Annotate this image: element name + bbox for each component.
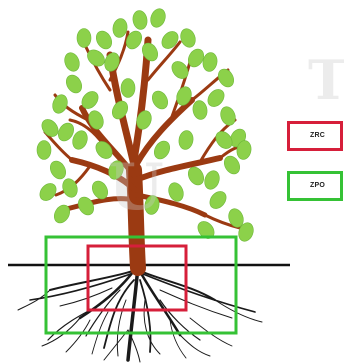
tree-leaves: [36, 8, 254, 242]
trunk-branch: [146, 40, 182, 82]
leaf: [187, 166, 205, 186]
legend-zrc-label: ZRC: [310, 132, 325, 139]
root: [47, 304, 101, 341]
leaf: [76, 28, 92, 48]
leaf: [91, 180, 109, 200]
leaf: [132, 10, 148, 30]
leaf: [108, 160, 124, 180]
leaf: [176, 86, 192, 106]
trunk-branch: [134, 192, 208, 218]
root: [103, 279, 135, 349]
leaf: [153, 140, 171, 160]
leaf: [192, 100, 208, 120]
leaf: [57, 122, 75, 142]
leaf: [223, 155, 241, 175]
leaf: [53, 204, 71, 224]
leaf: [104, 52, 120, 72]
leaf: [168, 182, 184, 202]
root: [59, 287, 113, 307]
root: [139, 279, 152, 353]
zpo-zone-box: [44, 235, 238, 335]
leaf: [220, 106, 236, 126]
root: [169, 319, 187, 359]
leaf: [52, 94, 68, 114]
trunk-branch: [68, 118, 102, 142]
leaf: [81, 91, 99, 109]
leaf: [187, 48, 205, 68]
leaf: [120, 78, 136, 98]
leaf: [180, 28, 196, 48]
leaf: [150, 8, 166, 28]
leaf: [125, 30, 143, 50]
trunk-branch: [59, 196, 138, 213]
leaf: [144, 195, 160, 215]
leaf: [171, 61, 189, 79]
leaf: [215, 131, 233, 149]
leaf: [161, 31, 179, 49]
leaf: [178, 130, 194, 150]
legend-zpo: ZPO: [287, 171, 343, 201]
leaf: [236, 140, 252, 160]
tree-roots: [17, 264, 263, 363]
leaf: [228, 208, 244, 228]
legend-zpo-label: ZPO: [310, 182, 325, 189]
root: [137, 269, 216, 301]
leaf: [204, 170, 220, 190]
leaf: [49, 160, 67, 180]
leaf: [72, 130, 88, 150]
leaf: [217, 68, 235, 88]
trunk-branch: [83, 43, 112, 92]
root: [49, 269, 137, 291]
trunk-branch: [108, 30, 130, 82]
root: [214, 299, 263, 323]
trunk-branch: [69, 157, 138, 193]
root: [159, 299, 201, 341]
root: [116, 299, 127, 357]
zrc-zone-box: [86, 244, 188, 312]
leaf: [207, 89, 225, 107]
legend-zrc: ZRC: [287, 121, 343, 151]
leaf: [136, 110, 152, 130]
leaf: [64, 52, 80, 72]
leaf: [95, 141, 113, 159]
leaf: [39, 183, 57, 201]
leaf: [65, 74, 83, 94]
leaf: [112, 18, 128, 38]
trunk-branch: [126, 162, 146, 276]
leaf: [88, 110, 104, 130]
root: [159, 289, 233, 319]
trunk-branch: [133, 155, 223, 183]
leaf: [41, 119, 59, 137]
leaf: [151, 90, 169, 110]
leaf: [95, 30, 113, 50]
root: [29, 271, 137, 301]
leaf: [87, 49, 105, 67]
leaf: [209, 191, 227, 209]
root: [137, 271, 256, 313]
root: [143, 299, 161, 355]
leaf: [36, 140, 52, 160]
leaf: [77, 196, 95, 216]
leaf: [202, 52, 218, 72]
root: [65, 319, 91, 353]
leaf: [111, 100, 129, 120]
leaf: [238, 222, 254, 242]
root: [179, 334, 211, 357]
leaf: [141, 42, 159, 62]
leaf: [62, 178, 78, 198]
trunk-branch: [133, 97, 195, 168]
